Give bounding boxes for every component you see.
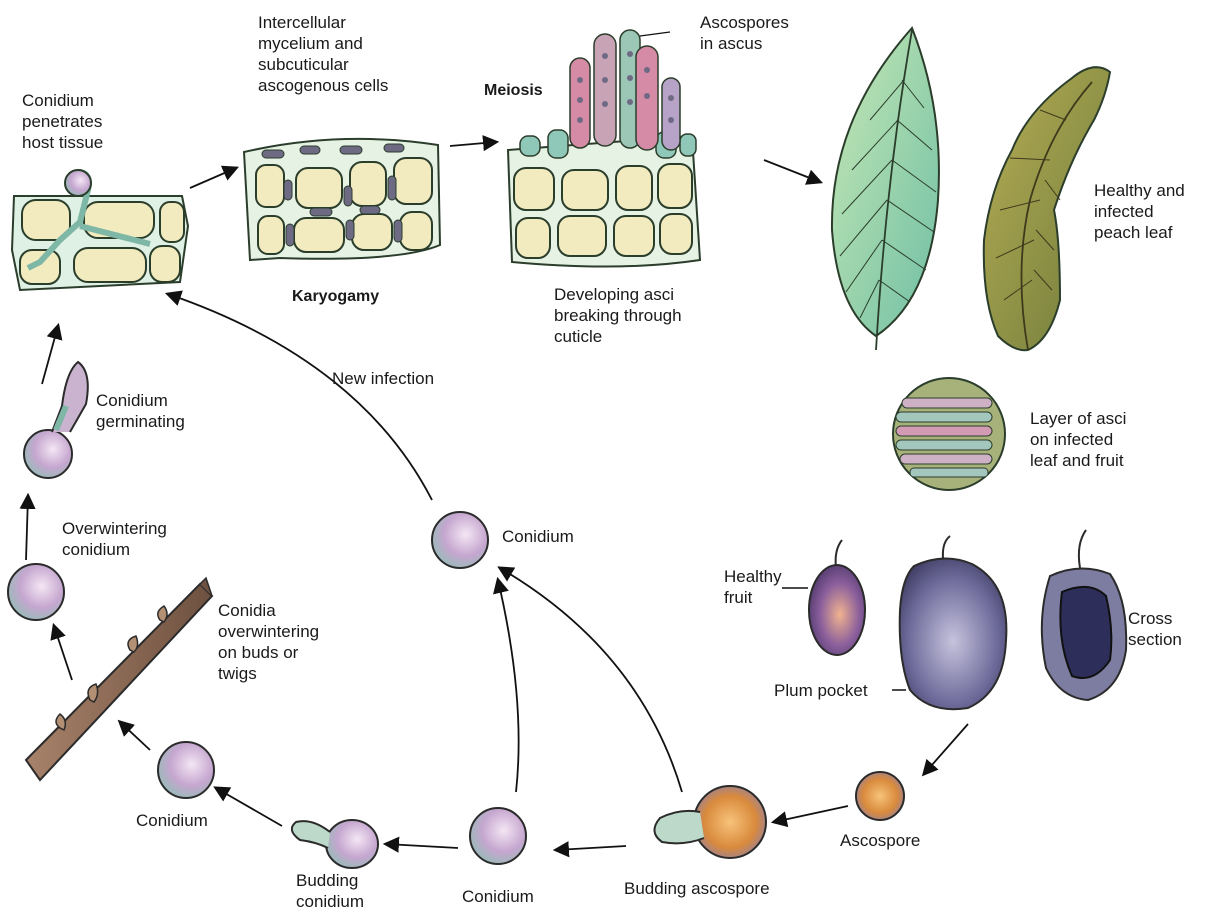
label-layer-of-asci: Layer of asci on infected leaf and fruit (1030, 408, 1126, 471)
label-healthy-infected-leaf: Healthy and infected peach leaf (1094, 180, 1185, 243)
mycelium-tissue (244, 139, 440, 260)
infected-leaf (984, 67, 1110, 350)
label-budding-ascospore: Budding ascospore (624, 878, 770, 899)
label-conidium-germinating: Conidium germinating (96, 390, 185, 432)
label-healthy-fruit: Healthy fruit (724, 566, 782, 608)
healthy-leaf (832, 28, 939, 350)
label-intercellular-mycelium: Intercellular mycelium and subcuticular … (258, 12, 388, 96)
label-cross-section: Cross section (1128, 608, 1182, 650)
label-developing-asci: Developing asci breaking through cuticle (554, 284, 682, 347)
cross-section-fruit (1042, 530, 1126, 700)
label-conidium-left: Conidium (136, 810, 208, 831)
overwintering-conidium-spore (8, 564, 64, 620)
label-budding-conidium: Budding conidium (296, 870, 364, 912)
ascospore-spore (856, 772, 904, 820)
label-overwintering-conidium: Overwintering conidium (62, 518, 167, 560)
budding-conidium-spore (292, 820, 378, 868)
germinating-conidium-spore (24, 362, 88, 478)
healthy-fruit (809, 540, 865, 655)
asci-layer-circle (893, 378, 1005, 490)
plum-pocket (900, 536, 1007, 709)
label-meiosis: Meiosis (484, 80, 543, 101)
conidium-left-spore (158, 742, 214, 798)
label-ascospore: Ascospore (840, 830, 920, 851)
conidium-bottom-spore (470, 808, 526, 864)
label-conidium-center: Conidium (502, 526, 574, 547)
label-conidium-bottom: Conidium (462, 886, 534, 907)
label-conidia-overwintering: Conidia overwintering on buds or twigs (218, 600, 319, 684)
conidium-center-spore (432, 512, 488, 568)
label-new-infection: New infection (332, 368, 434, 389)
label-karyogamy: Karyogamy (292, 286, 379, 307)
label-plum-pocket: Plum pocket (774, 680, 868, 701)
label-ascospores-in-ascus: Ascospores in ascus (700, 12, 789, 54)
penetration-tissue (12, 170, 188, 290)
budding-ascospore-spore (654, 786, 766, 858)
asci-tissue (508, 30, 700, 267)
label-conidium-penetrates: Conidium penetrates host tissue (22, 90, 103, 153)
